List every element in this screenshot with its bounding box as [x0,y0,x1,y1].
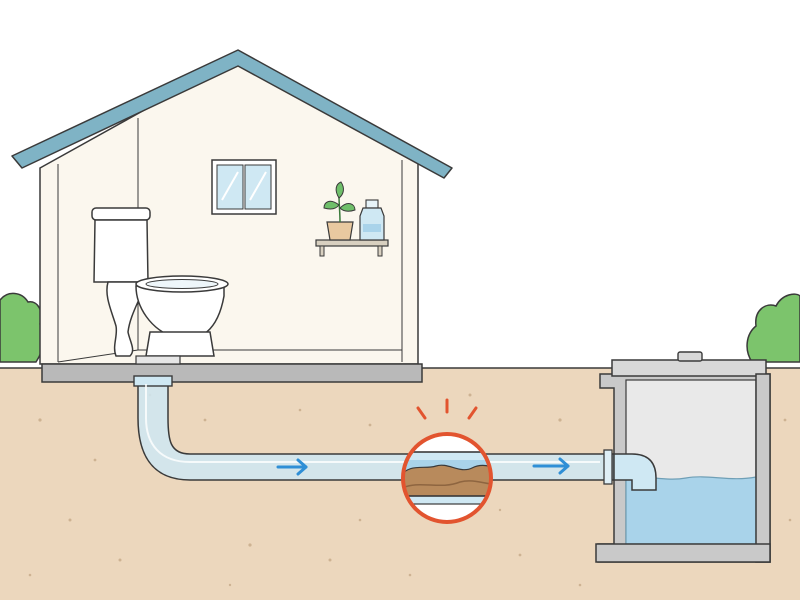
tank-floor [595,543,771,563]
toilet-seat-inner [145,279,219,289]
alert-rays-icon [416,398,478,420]
potted-plant [323,181,356,241]
toilet-tank [93,219,149,283]
wall-shelf [315,239,389,257]
window [211,159,277,215]
toilet-base [106,281,148,357]
pipe-inner-highlight [145,384,600,463]
pipe-collar-top [133,375,173,387]
bottle [359,199,385,241]
clog-magnifier [401,432,493,524]
toilet-tank-lid [91,207,151,221]
septic-tank [595,351,771,563]
right-bush [746,293,800,363]
right-arrow-icon [276,458,308,476]
pipe-joint-collar [603,449,613,485]
soil-specks [28,393,792,587]
right-arrow-icon [532,457,570,475]
drain-pipe-body [137,381,613,481]
tank-lid-handle [677,351,703,362]
foundation-slab [41,363,423,383]
pipe-outlet-elbow-front [613,453,657,491]
tank-right-wall [755,373,771,563]
clog-debris [403,464,491,497]
roof [11,49,453,179]
left-bush [0,292,46,363]
toilet [91,207,229,365]
toilet-floor-flange [135,355,181,365]
tank-lid [611,359,767,377]
toilet-pedestal [145,331,215,357]
